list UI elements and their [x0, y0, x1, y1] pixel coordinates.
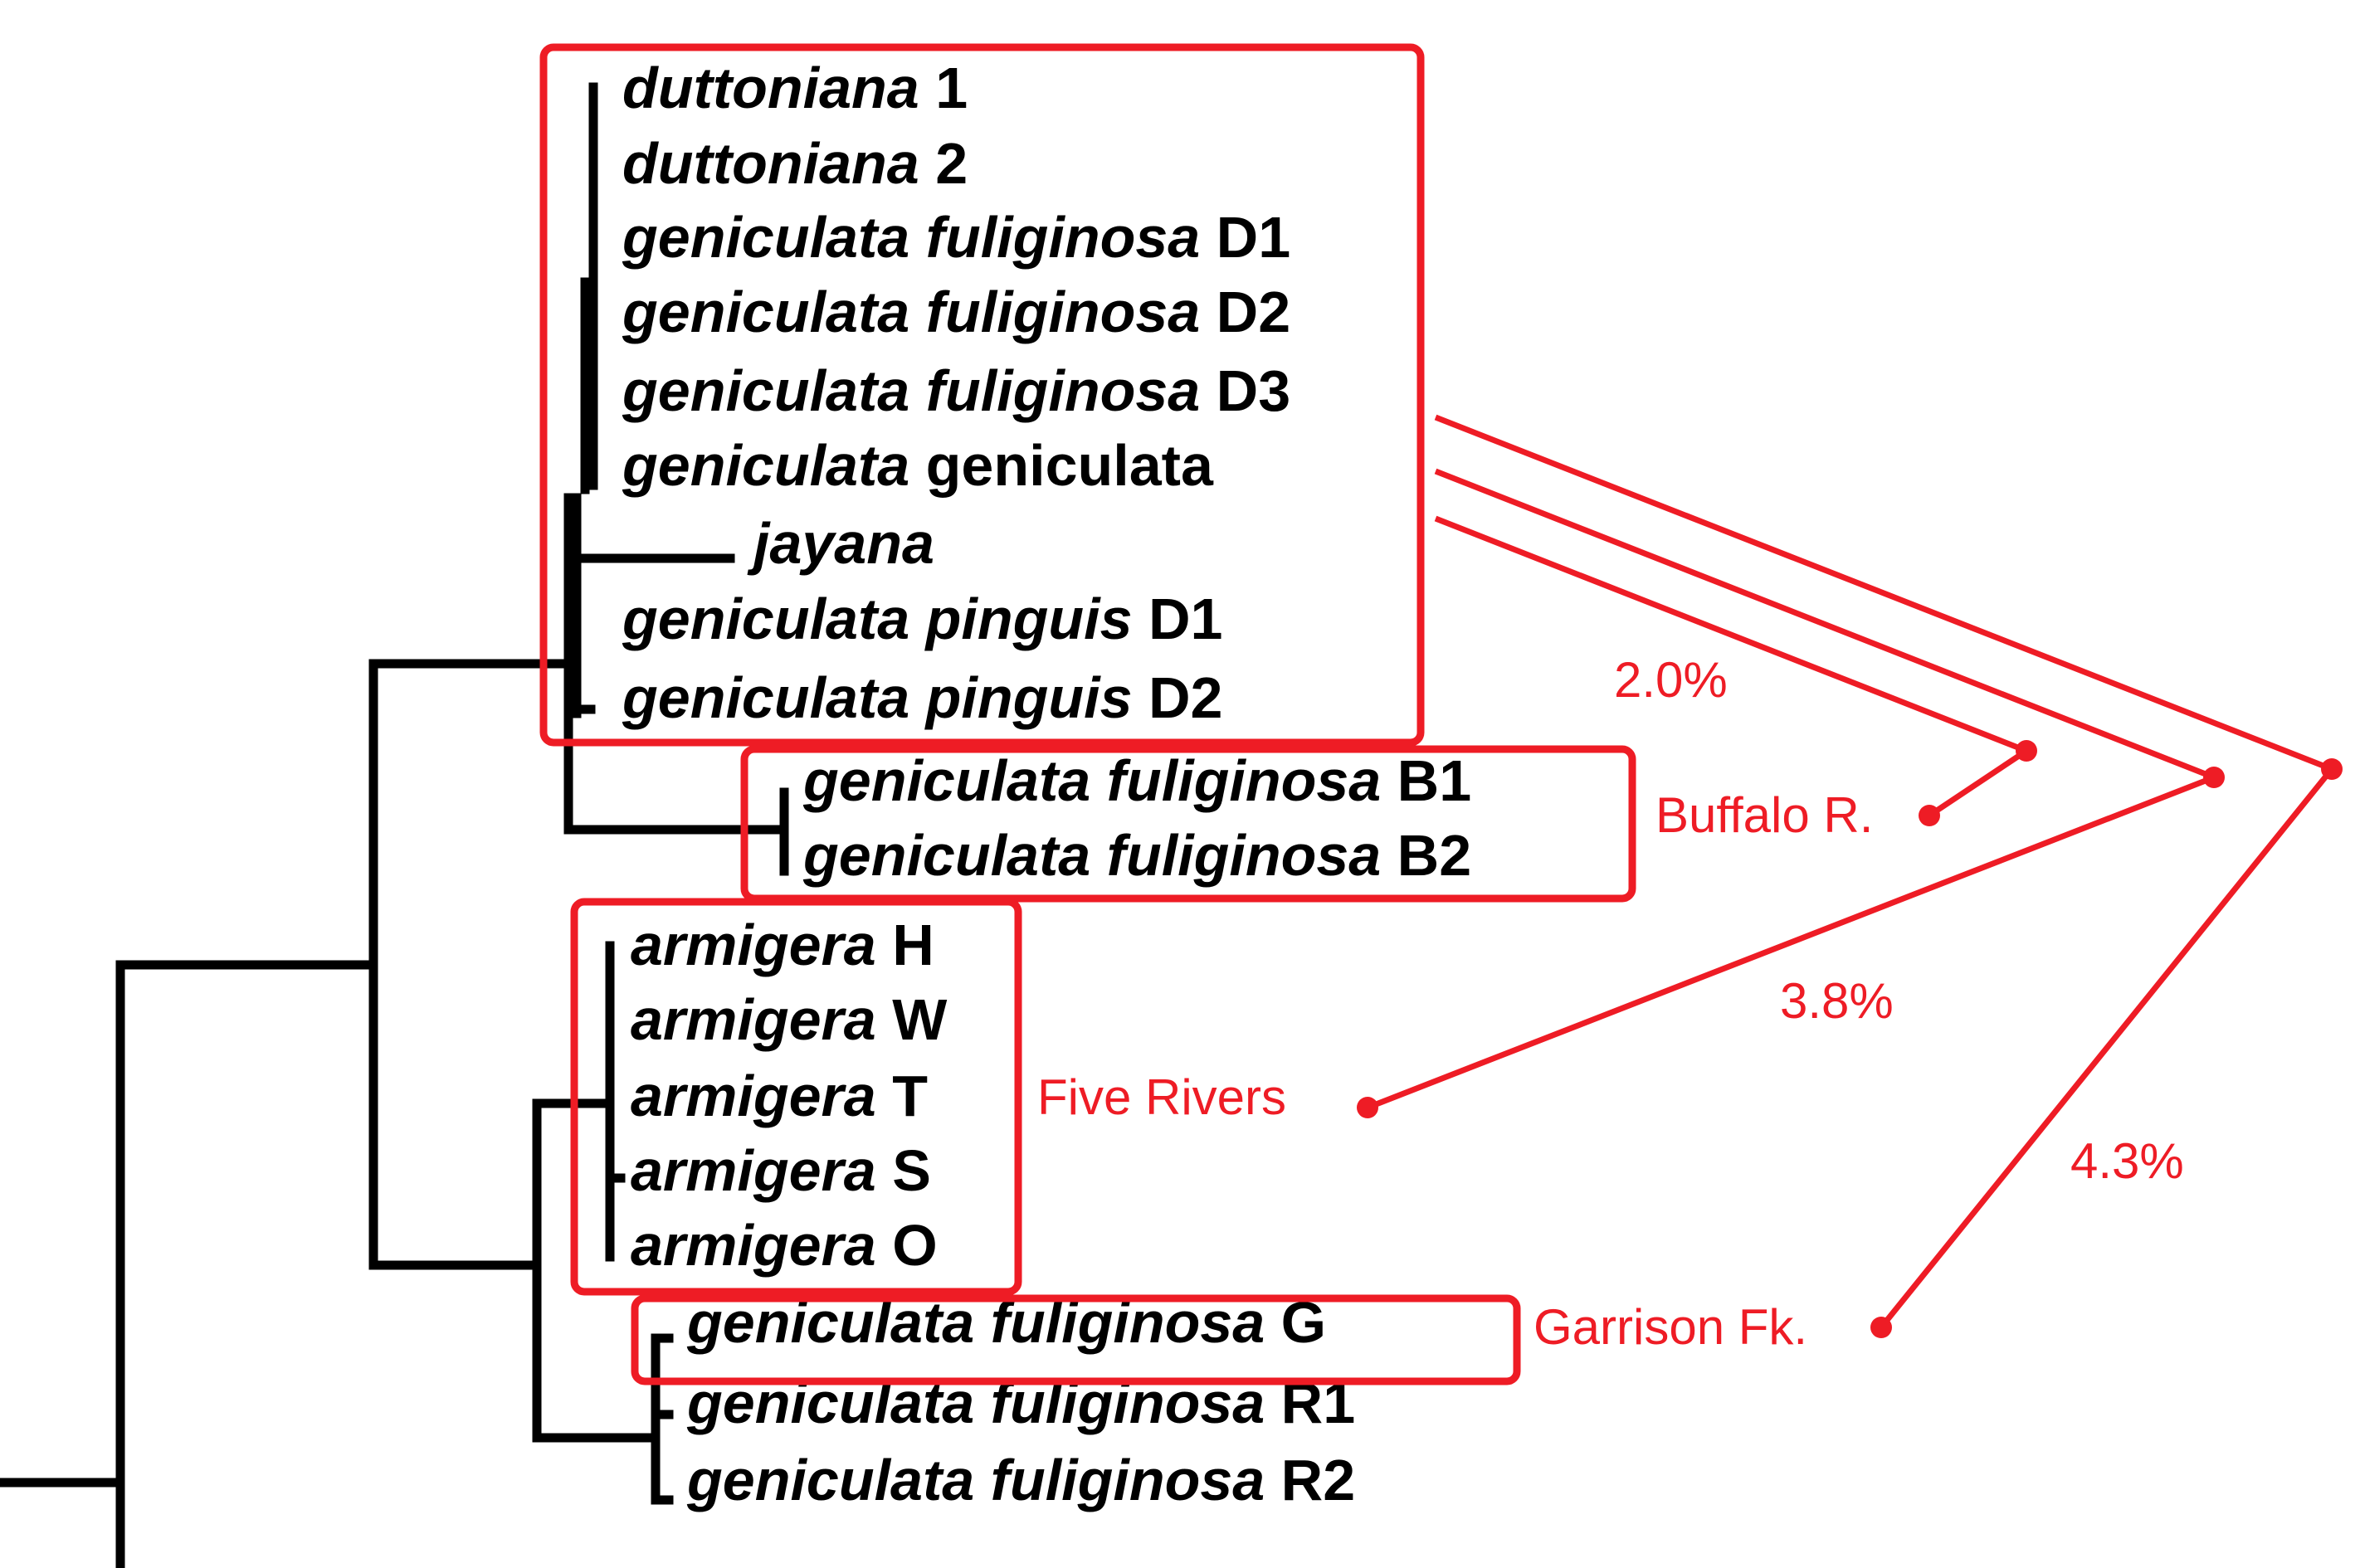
location-garrison: Garrison Fk.	[1534, 1299, 1807, 1355]
divergence-label-3-8: 3.8%	[1780, 973, 1894, 1029]
clade-boxes	[539, 43, 1636, 1385]
taxon-label: geniculata fuliginosa B2	[802, 823, 1471, 888]
taxon-label: armigera T	[631, 1064, 928, 1128]
dot-garrison	[1870, 1317, 1892, 1338]
location-five-rivers: Five Rivers	[1037, 1069, 1286, 1125]
taxon-label: armigera O	[631, 1213, 938, 1278]
taxon-label: duttoniana 1	[622, 56, 968, 120]
dot-five-rivers	[1357, 1097, 1378, 1118]
annotations: 2.0% 3.8% 4.3% Buffalo R. Five Rivers Ga…	[1037, 652, 2184, 1355]
divergence-label-2-0: 2.0%	[1614, 652, 1728, 708]
taxon-label: armigera H	[631, 913, 934, 977]
taxon-label: geniculata fuliginosa D2	[622, 280, 1290, 344]
box-garrison-clade	[631, 1294, 1521, 1385]
box-dutton-clade	[539, 43, 1425, 747]
taxon-label: duttoniana 2	[622, 131, 968, 196]
taxon-label: armigera W	[631, 987, 947, 1052]
box-armigera-clade	[570, 898, 1022, 1296]
taxon-label: geniculata pinguis D2	[622, 665, 1222, 730]
divergence-label-4-3: 4.3%	[2070, 1133, 2184, 1189]
dot-buffalo-node	[2016, 740, 2037, 762]
taxon-label: armigera S	[631, 1138, 931, 1203]
taxon-label: geniculata fuliginosa D1	[622, 205, 1290, 270]
taxon-label: geniculata geniculata	[622, 433, 1214, 498]
taxon-label: geniculata fuliginosa D3	[622, 358, 1290, 423]
tree-branches	[0, 82, 789, 1568]
taxon-label: geniculata fuliginosa R2	[686, 1448, 1355, 1512]
taxon-label: geniculata pinguis D1	[622, 587, 1222, 651]
dot-garrison-node	[2321, 758, 2343, 780]
box-buffalo-clade	[740, 745, 1636, 903]
connector-4-3	[1434, 414, 2337, 1330]
dot-buffalo	[1919, 805, 1940, 826]
taxon-label: geniculata fuliginosa B1	[802, 748, 1471, 813]
taxon-label: jayana	[747, 511, 934, 576]
divergence-connectors	[1357, 414, 2343, 1338]
dot-five-rivers-node	[2203, 767, 2225, 788]
location-buffalo: Buffalo R.	[1655, 787, 1873, 843]
